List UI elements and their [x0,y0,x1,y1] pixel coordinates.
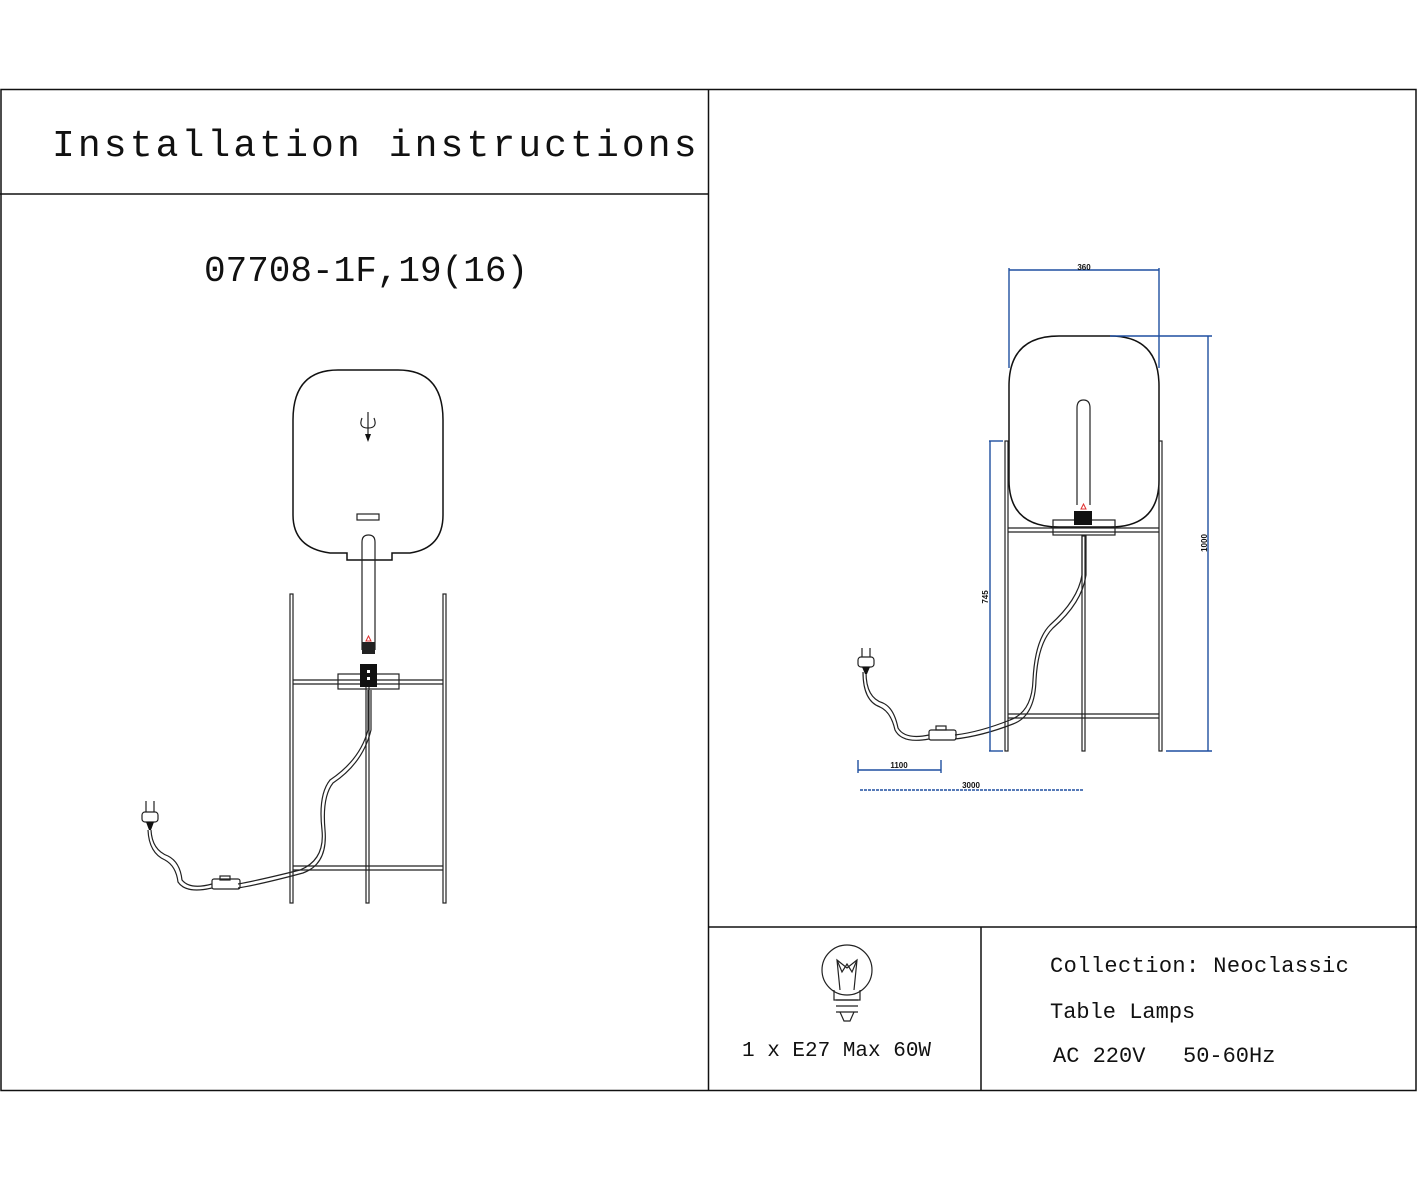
exploded-lamp-drawing [141,369,447,904]
sheet-borders [0,88,1417,1092]
dimensioned-lamp-drawing: 360 1000 745 1100 3000 [857,263,1212,791]
dimension-lines [857,268,1212,791]
dim-cord-length-label: 3000 [962,781,980,790]
frequency: 50-60Hz [1183,1044,1275,1069]
dim-width-label: 360 [1077,263,1091,272]
dim-switch-cord-label: 1100 [890,761,908,770]
product-type: Table Lamps [1050,1000,1195,1025]
voltage: AC 220V [1053,1044,1146,1069]
plug-icon [857,648,875,674]
page-title: Installation instructions [52,125,700,168]
model-code: 07708-1F,19(16) [204,251,528,292]
dim-frame-height-label: 745 [981,590,990,604]
collection-label: Collection: Neoclassic [1050,954,1349,979]
dim-height-label: 1000 [1200,534,1209,552]
light-bulb-icon [821,944,873,1022]
bulb-spec: 1 x E27 Max 60W [742,1040,931,1063]
plug-icon [141,801,159,830]
rotate-arrow-icon [360,412,376,442]
